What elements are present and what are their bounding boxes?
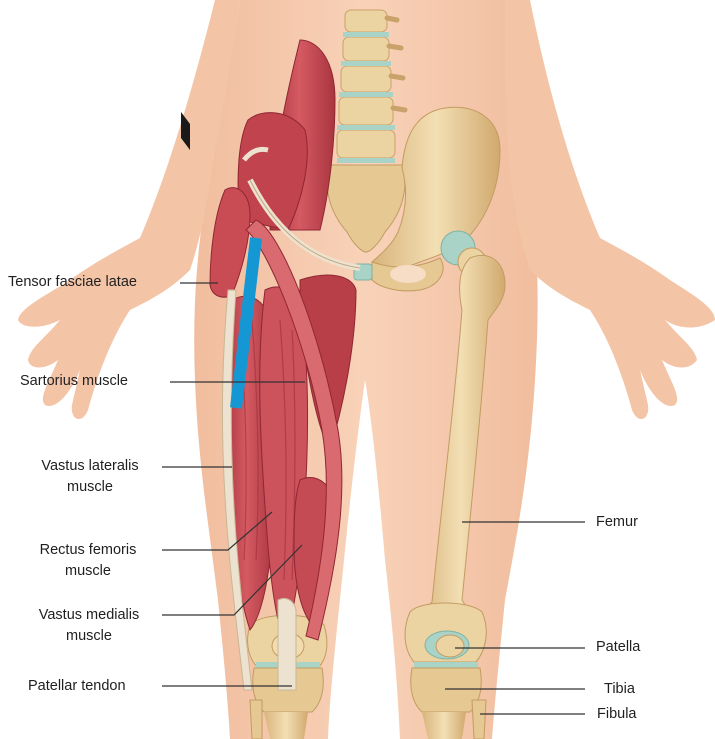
label-vastus-medialis: Vastus medialis muscle [24, 605, 154, 647]
label-vastus-lateralis: Vastus lateralis muscle [30, 456, 150, 498]
label-femur: Femur [596, 512, 638, 533]
label-vastus-medialis-line2: muscle [24, 626, 154, 647]
label-tibia: Tibia [604, 679, 635, 700]
label-vastus-lateralis-line2: muscle [30, 477, 150, 498]
label-rectus-femoris: Rectus femoris muscle [26, 540, 150, 582]
label-tensor-fasciae-latae: Tensor fasciae latae [8, 272, 137, 293]
label-patella: Patella [596, 637, 640, 658]
label-vastus-lateralis-line1: Vastus lateralis [30, 456, 150, 477]
label-sartorius-muscle: Sartorius muscle [20, 371, 128, 392]
label-patellar-tendon: Patellar tendon [28, 676, 126, 697]
label-rectus-femoris-line1: Rectus femoris [26, 540, 150, 561]
label-fibula: Fibula [597, 704, 637, 725]
label-vastus-medialis-line1: Vastus medialis [24, 605, 154, 626]
label-rectus-femoris-line2: muscle [26, 561, 150, 582]
patellar-tendon [278, 598, 296, 690]
